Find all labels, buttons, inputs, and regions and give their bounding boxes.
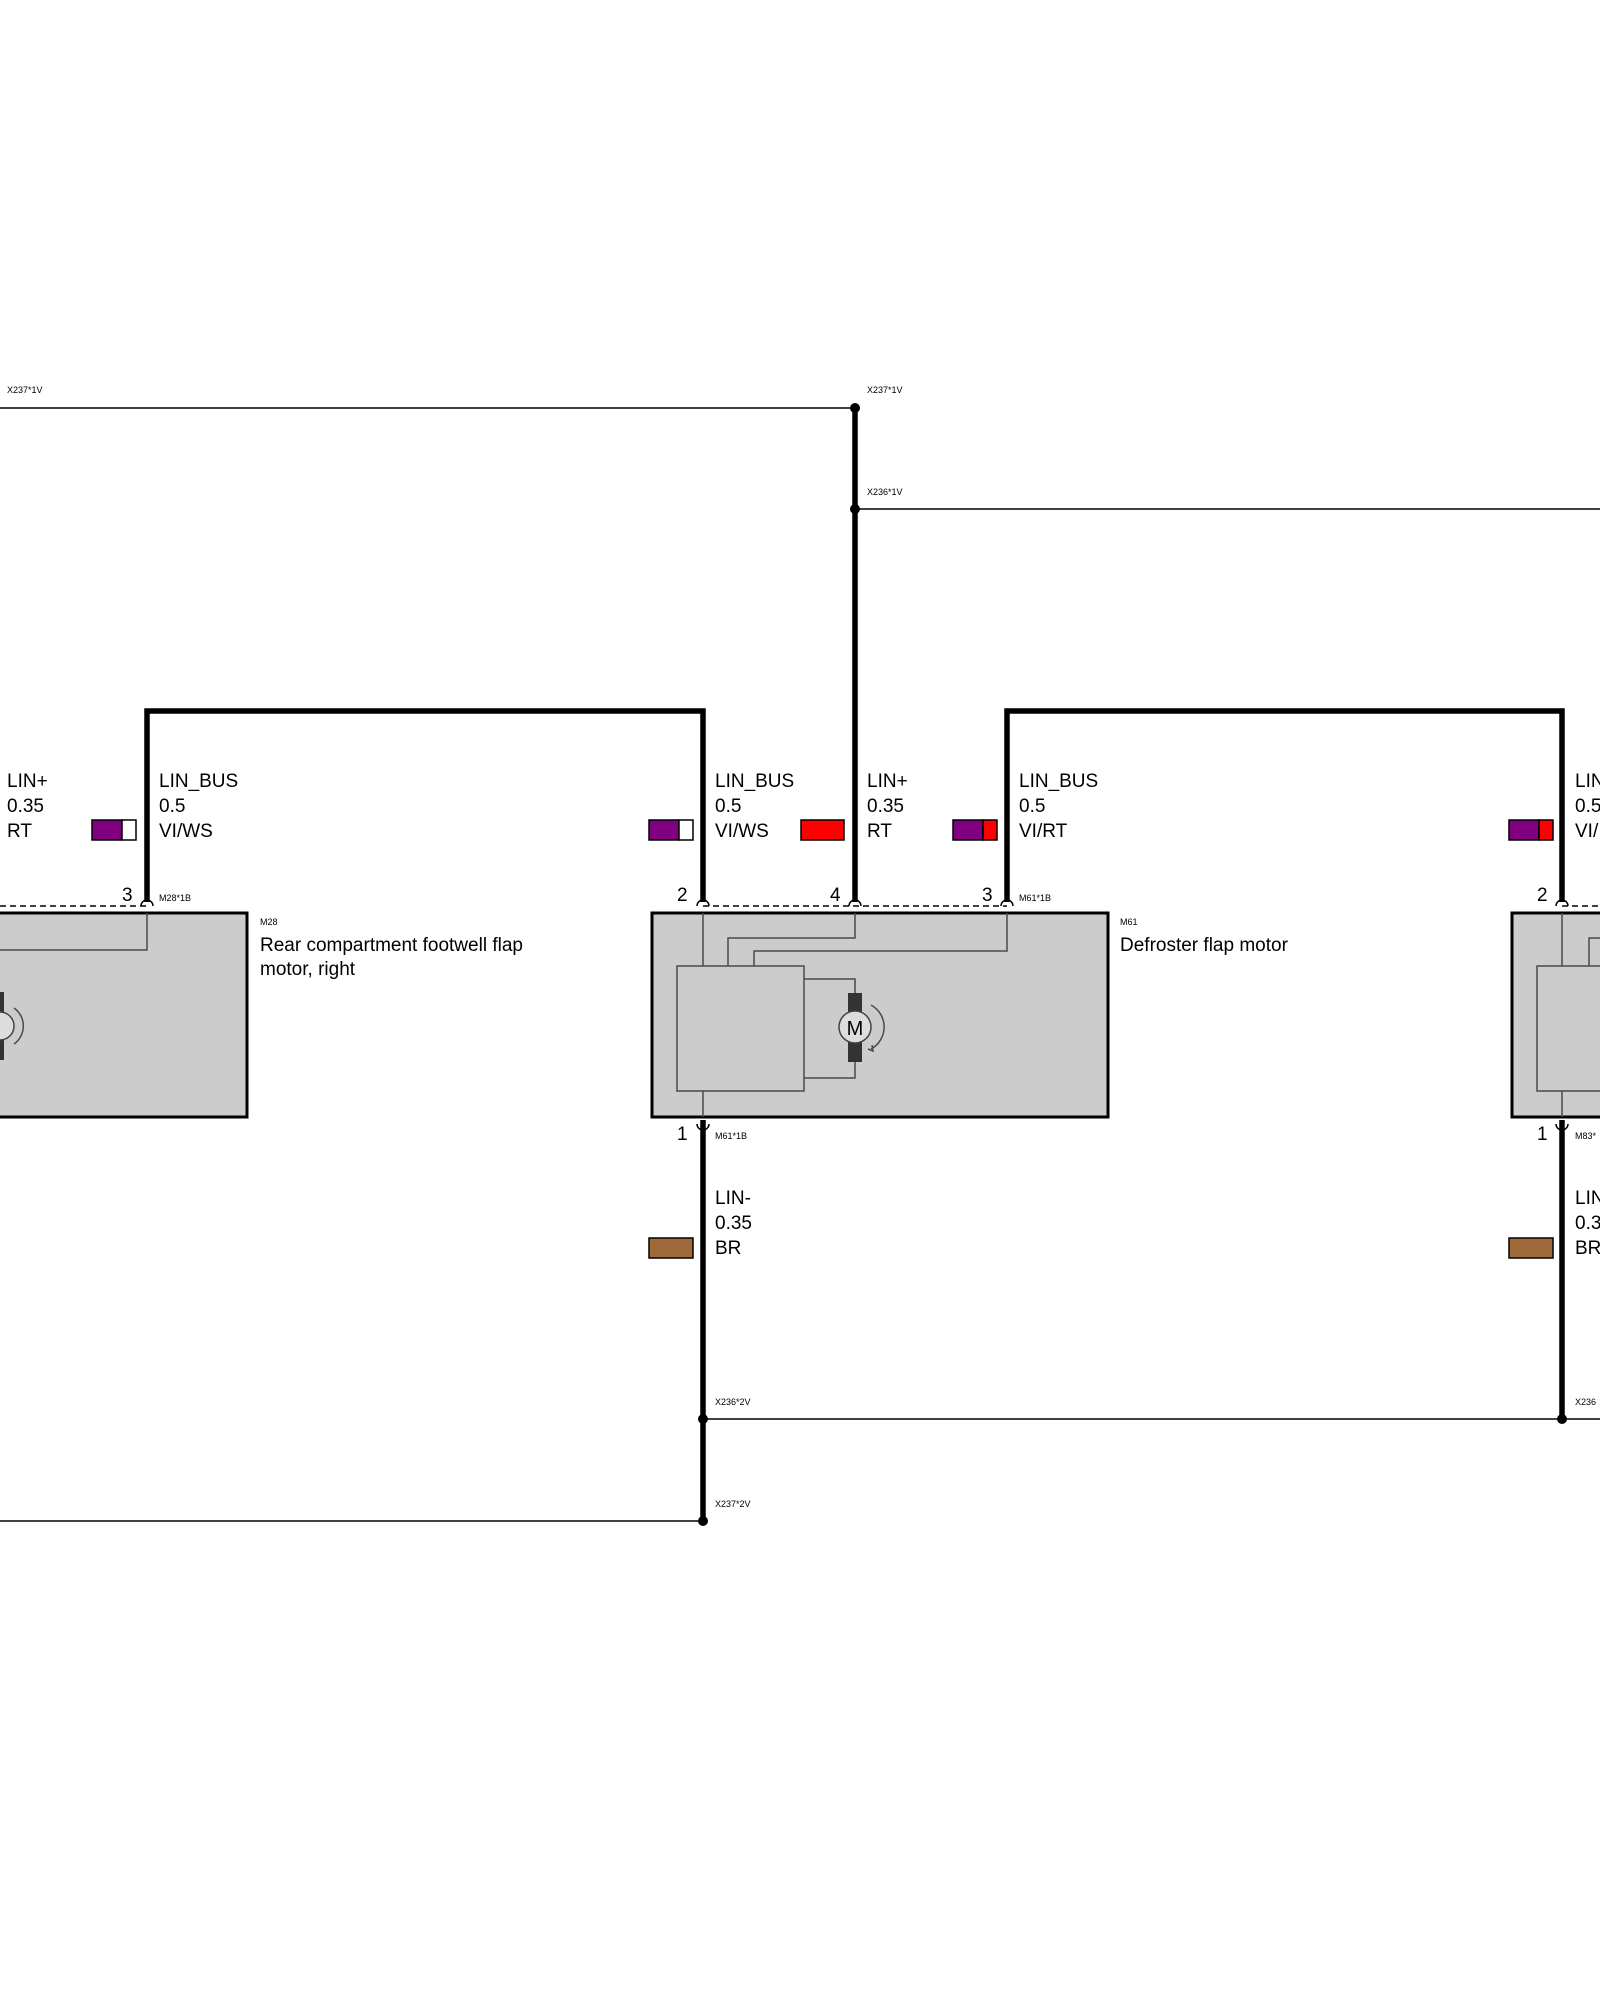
m61-pin-4: 4 <box>830 885 841 906</box>
m28-pin-3: 3 <box>122 885 133 906</box>
svg-text:0.35: 0.35 <box>7 796 44 817</box>
svg-text:LIN-: LIN- <box>715 1188 751 1209</box>
m61-control-unit <box>676 965 805 1092</box>
lin-bus-wire-m61-right <box>1004 708 1565 902</box>
svg-text:VI/WS: VI/WS <box>159 821 213 842</box>
pin-marker-m61-3 <box>1000 899 1014 907</box>
m61-code: M61 <box>1120 917 1138 927</box>
splice-x236-1v <box>850 504 860 514</box>
pin-marker-m28-3 <box>140 899 154 907</box>
x237-1v-label-mid: X237*1V <box>867 385 903 395</box>
wire-label-right-lin-bus: LIN 0.5 VI/ <box>1575 771 1600 842</box>
m61-internal-wire-pin3 <box>753 913 1008 966</box>
lin-bus-wire-m28-m61 <box>144 708 706 902</box>
svg-text:LIN_BUS: LIN_BUS <box>715 771 794 792</box>
m28-name-line2: motor, right <box>260 959 356 980</box>
wire-color-swatch-m61-lin-minus <box>648 1237 694 1259</box>
m28-connector-label: M28*1B <box>159 893 191 903</box>
m61-pin-1: 1 <box>677 1124 688 1145</box>
wire-label-m61-lin-plus: LIN+ 0.35 RT <box>867 771 908 842</box>
x236-2v-label-right: X236 <box>1575 1397 1596 1407</box>
pin-marker-right-2 <box>1555 899 1569 907</box>
svg-text:0.5: 0.5 <box>1019 796 1045 817</box>
pin-marker-m61-2 <box>696 899 710 907</box>
svg-text:BR: BR <box>1575 1238 1600 1259</box>
wire-label-m61-lin-minus: LIN- 0.35 BR <box>715 1188 752 1259</box>
svg-text:LIN+: LIN+ <box>7 771 48 792</box>
splice-x237-1v <box>850 403 860 413</box>
svg-text:VI/RT: VI/RT <box>1019 821 1068 842</box>
right-connector-label-bottom: M83* <box>1575 1131 1597 1141</box>
m61-motor-wire-top <box>804 978 856 993</box>
m61-pin-2: 2 <box>677 885 688 906</box>
wire-color-swatch-right-lin-minus <box>1508 1237 1554 1259</box>
svg-text:M: M <box>847 1018 864 1040</box>
right-internal-wire-a <box>1588 937 1600 966</box>
m28-motor-symbol <box>0 992 25 1060</box>
m61-internal-wire-pin4 <box>727 913 856 966</box>
x236-2v-label-mid: X236*2V <box>715 1397 751 1407</box>
m61-motor-wire-bottom <box>804 1062 856 1079</box>
svg-text:0.5: 0.5 <box>715 796 741 817</box>
pin-marker-right-1 <box>1555 1123 1569 1131</box>
right-pin-2: 2 <box>1537 885 1548 906</box>
x236-1v-label: X236*1V <box>867 487 903 497</box>
wire-color-swatch-m28-lin-bus <box>91 819 137 841</box>
svg-text:LIN_BUS: LIN_BUS <box>1019 771 1098 792</box>
m28-component-box <box>0 911 249 1119</box>
right-pin-1: 1 <box>1537 1124 1548 1145</box>
wire-color-swatch-m61-lin-bus-in <box>648 819 694 841</box>
svg-text:0.3: 0.3 <box>1575 1213 1600 1234</box>
splice-x237-2v <box>698 1516 708 1526</box>
splice-x236-2v-right <box>1557 1414 1567 1424</box>
svg-text:BR: BR <box>715 1238 741 1259</box>
svg-text:0.35: 0.35 <box>715 1213 752 1234</box>
wire-label-m61-lin-bus-out: LIN_BUS 0.5 VI/RT <box>1019 771 1098 842</box>
svg-text:VI/WS: VI/WS <box>715 821 769 842</box>
wire-label-right-lin-minus: LIN 0.3 BR <box>1575 1188 1600 1259</box>
svg-text:LIN: LIN <box>1575 1188 1600 1209</box>
m61-connector-label-top: M61*1B <box>1019 893 1051 903</box>
m28-name-line1: Rear compartment footwell flap <box>260 935 523 956</box>
m61-name: Defroster flap motor <box>1120 935 1289 956</box>
wire-color-swatch-right-lin-bus <box>1508 819 1554 841</box>
wire-color-swatch-m61-lin-bus-out <box>952 819 998 841</box>
svg-text:LIN_BUS: LIN_BUS <box>159 771 238 792</box>
svg-text:0.35: 0.35 <box>867 796 904 817</box>
x237-1v-label-left: X237*1V <box>7 385 43 395</box>
m61-motor-symbol: M <box>838 993 885 1062</box>
svg-text:0.5: 0.5 <box>1575 796 1600 817</box>
m28-internal-wire <box>0 913 148 951</box>
m61-connector-label-bottom: M61*1B <box>715 1131 747 1141</box>
pin-marker-m61-4 <box>848 899 862 907</box>
svg-text:RT: RT <box>867 821 892 842</box>
right-control-unit <box>1536 965 1600 1092</box>
svg-text:VI/: VI/ <box>1575 821 1599 842</box>
svg-text:RT: RT <box>7 821 32 842</box>
svg-text:0.5: 0.5 <box>159 796 185 817</box>
wire-label-left-lin-plus: LIN+ 0.35 RT <box>7 771 48 842</box>
pin-marker-m61-1 <box>696 1123 710 1131</box>
m61-pin-3: 3 <box>982 885 993 906</box>
m28-code: M28 <box>260 917 278 927</box>
wire-color-swatch-m61-lin-plus <box>800 819 845 841</box>
splice-x236-2v-mid <box>698 1414 708 1424</box>
wire-label-m28-lin-bus: LIN_BUS 0.5 VI/WS <box>159 771 238 842</box>
wire-label-m61-lin-bus-in: LIN_BUS 0.5 VI/WS <box>715 771 794 842</box>
svg-text:LIN: LIN <box>1575 771 1600 792</box>
svg-text:LIN+: LIN+ <box>867 771 908 792</box>
x237-2v-label: X237*2V <box>715 1499 751 1509</box>
